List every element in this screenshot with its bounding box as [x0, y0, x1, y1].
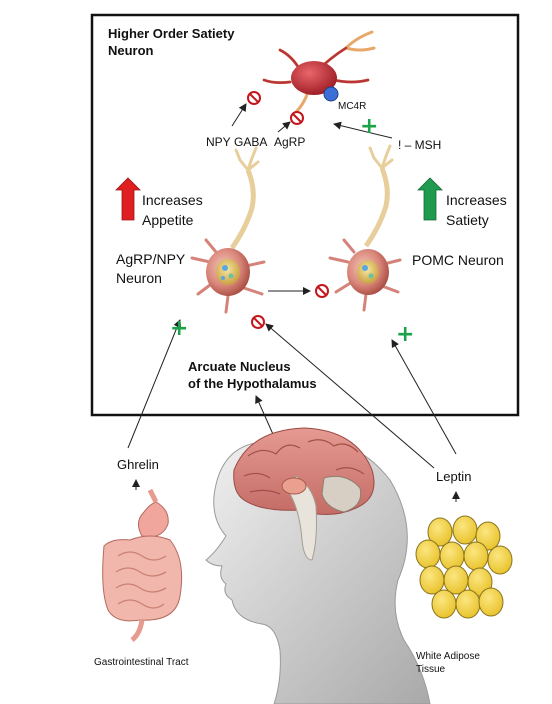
higher-order-neuron — [262, 30, 376, 114]
head-illustration — [205, 427, 431, 704]
ghrelin-label: Ghrelin — [117, 457, 159, 472]
increases-appetite-label: Increases Appetite — [142, 192, 203, 228]
gastrointestinal-tract-illustration — [102, 488, 183, 642]
satiety-arrow-icon — [417, 177, 443, 221]
agrp-npy-neuron — [190, 146, 266, 314]
agrp-label: AgRP — [274, 135, 306, 149]
hypothalamus-frame — [90, 13, 520, 417]
arcuate-nucleus-label: Arcuate Nucleus of the Hypothalamus — [188, 359, 317, 391]
adipose-tissue-label: White Adipose Tissue — [416, 651, 480, 675]
inhibit-icon — [251, 315, 265, 329]
gaba-label: GABA — [234, 135, 268, 149]
npy-label: NPY — [206, 135, 231, 149]
msh-stimulation-plus: + — [360, 114, 379, 139]
msh-label: ! – MSH — [398, 138, 442, 152]
ghrelin-stimulation-plus: + — [170, 316, 189, 341]
appetite-arrow-icon — [115, 177, 141, 221]
mc4r-receptor — [323, 86, 339, 102]
gi-tract-label: Gastrointestinal Tract — [94, 657, 189, 668]
increases-satiety-label: Increases Satiety — [446, 192, 507, 228]
agrp-neuron-label: AgRP/NPY Neuron — [116, 251, 186, 286]
pomc-neuron-label: POMC Neuron — [412, 252, 504, 268]
higher-order-neuron-title: Higher Order Satiety Neuron — [108, 26, 235, 58]
pomc-neuron — [328, 144, 402, 312]
inhibit-icon — [315, 284, 329, 298]
mc4r-label: MC4R — [338, 101, 367, 112]
leptin-label: Leptin — [436, 469, 472, 484]
inhibit-icon — [247, 91, 261, 105]
leptin-stimulation-plus: + — [396, 322, 415, 347]
inhibit-icon — [290, 111, 304, 125]
white-adipose-tissue-illustration — [415, 515, 513, 619]
